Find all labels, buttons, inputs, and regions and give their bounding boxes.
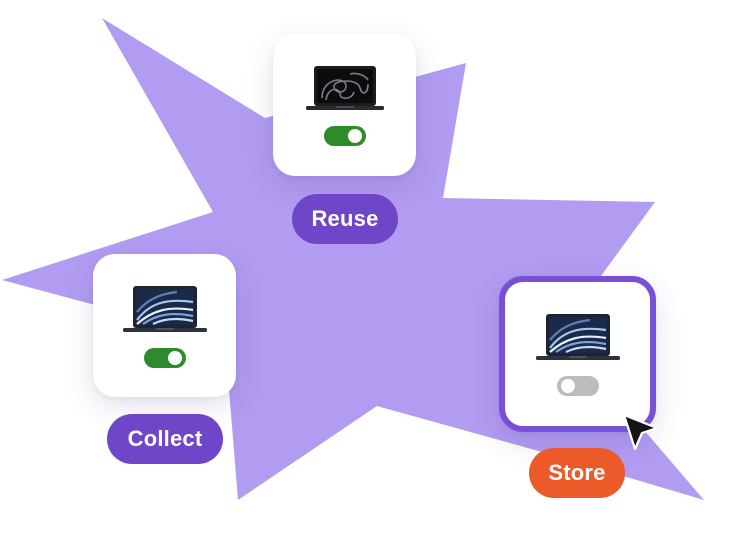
- laptop-icon: [122, 285, 207, 332]
- label-reuse-text: Reuse: [311, 206, 379, 231]
- device-card-reuse[interactable]: [273, 34, 416, 176]
- laptop-icon: [535, 314, 620, 360]
- toggle-knob: [560, 379, 575, 393]
- toggle-switch-reuse[interactable]: [323, 126, 366, 146]
- toggle-knob: [167, 350, 182, 365]
- label-pill-store[interactable]: Store: [529, 448, 625, 498]
- label-collect-text: Collect: [127, 426, 203, 451]
- toggle-switch-collect[interactable]: [143, 347, 186, 368]
- toggle-knob: [347, 129, 362, 143]
- label-pill-reuse[interactable]: Reuse: [292, 194, 398, 244]
- device-card-store[interactable]: [499, 276, 656, 432]
- mouse-pointer-icon: [622, 413, 659, 451]
- label-pill-collect[interactable]: Collect: [107, 414, 223, 464]
- laptop-icon: [305, 66, 384, 110]
- toggle-switch-store[interactable]: [556, 376, 599, 396]
- device-card-collect[interactable]: [93, 254, 236, 397]
- label-store-text: Store: [548, 460, 606, 485]
